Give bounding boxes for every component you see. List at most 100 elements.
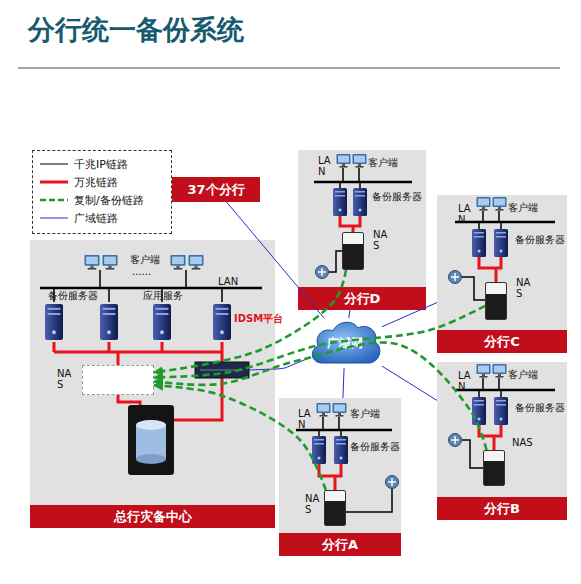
idsm-switch	[200, 370, 243, 371]
node-title: 广域网	[327, 335, 363, 352]
server-icon	[353, 188, 367, 216]
branch-box: 分行BNAS	[437, 362, 567, 520]
client-icon	[477, 197, 507, 211]
server-icon	[100, 304, 118, 340]
network-label: LA N	[458, 203, 474, 225]
node-title: 分行D	[298, 287, 426, 310]
gigabit-link	[462, 211, 501, 300]
legend-text: 复制/备份链路	[74, 193, 144, 208]
device-label: NA S	[305, 493, 321, 515]
device-label: 客户端	[508, 202, 538, 213]
server-icon	[494, 397, 508, 425]
server-icon	[334, 436, 348, 464]
cloud-shape	[308, 318, 382, 368]
page-title: 分行统一备份系统	[28, 12, 244, 48]
lan-bus	[296, 429, 392, 432]
backup-link	[154, 385, 326, 490]
client-icon	[189, 255, 204, 270]
device-label: 客户端	[368, 157, 398, 168]
node-title: 37个分行	[187, 181, 244, 199]
branch-d-equipment	[314, 154, 412, 279]
device-label: 备份服务器	[48, 290, 98, 301]
gigabit-link	[329, 168, 360, 272]
device-label: NA S	[516, 277, 532, 299]
device-label: 备份服务器	[372, 191, 422, 202]
device-label: 应用服务	[143, 290, 183, 301]
device-label: NA S	[57, 368, 73, 390]
client-icon	[477, 364, 507, 378]
client-icon	[333, 403, 347, 417]
legend-sample	[40, 199, 68, 202]
wan-link	[275, 358, 308, 369]
wan-link	[343, 368, 344, 398]
server-icon	[494, 229, 508, 257]
client-icon	[477, 364, 491, 378]
storage-array	[136, 425, 166, 459]
server-icon	[312, 436, 326, 464]
client-icon	[317, 403, 347, 417]
lan-bus	[455, 221, 555, 224]
legend-text: 广域链路	[74, 211, 118, 226]
ten-gigabit-link	[54, 342, 222, 420]
device-label: 客户端	[508, 369, 538, 380]
server-icon	[153, 304, 171, 340]
legend-row: 复制/备份链路	[33, 191, 171, 209]
branch-a-equipment	[296, 403, 399, 512]
router-icon	[449, 271, 462, 284]
server-icon	[333, 188, 367, 216]
router-icon	[449, 434, 462, 447]
nas-device: NAS	[483, 450, 505, 486]
network-label: LA N	[458, 370, 474, 392]
legend-box: 千兆IP链路万兆链路复制/备份链路广域链路	[32, 150, 172, 234]
nas-device: NA S	[342, 232, 364, 270]
ellipsis-mark: ......	[132, 266, 151, 277]
server-icon	[45, 304, 231, 340]
nas-device: NA S	[324, 490, 346, 526]
network-label: LA N	[318, 155, 334, 177]
hq-equipment	[40, 255, 275, 475]
branch-box: 分行C NA S	[437, 195, 567, 353]
storage-array	[136, 454, 166, 464]
lan-bus	[40, 287, 262, 290]
device-label: 备份服务器	[515, 234, 565, 245]
gigabit-link	[462, 378, 501, 468]
ten-gigabit-link	[54, 342, 222, 420]
node-title: 分行C	[437, 330, 567, 353]
client-icon	[493, 197, 507, 211]
server-icon	[472, 229, 508, 257]
ten-gigabit-link	[479, 257, 501, 282]
server-icon	[472, 397, 508, 425]
device-label: 客户端	[350, 408, 380, 419]
backup-link	[154, 270, 346, 372]
legend-sample	[40, 164, 68, 165]
legend-row: 千兆IP链路	[33, 155, 171, 173]
client-icon	[103, 255, 118, 270]
storage-array	[136, 420, 166, 430]
client-icon	[493, 364, 507, 378]
nas-device: NA S	[82, 365, 154, 395]
lan-bus	[455, 389, 555, 392]
legend-sample	[40, 218, 68, 219]
nas-device: NA S	[485, 282, 507, 320]
gigabit-link	[319, 417, 392, 512]
lan-bus	[314, 181, 412, 184]
network-label: LA N	[298, 408, 314, 430]
client-icon	[317, 403, 331, 417]
network-label: LAN	[218, 276, 238, 287]
wan-link	[382, 366, 437, 400]
wan-link	[382, 303, 437, 327]
legend-sample	[39, 195, 69, 205]
gigabit-link	[54, 270, 222, 302]
server-icon	[472, 229, 486, 257]
server-icon	[333, 188, 347, 216]
storage-array	[128, 405, 174, 475]
gigabit-link	[54, 270, 222, 302]
ten-gigabit-link	[340, 216, 360, 232]
backup-link	[154, 342, 487, 450]
ten-gigabit-link	[479, 425, 501, 450]
legend-text: 万兆链路	[74, 175, 118, 190]
device-label: NA S	[373, 229, 389, 251]
